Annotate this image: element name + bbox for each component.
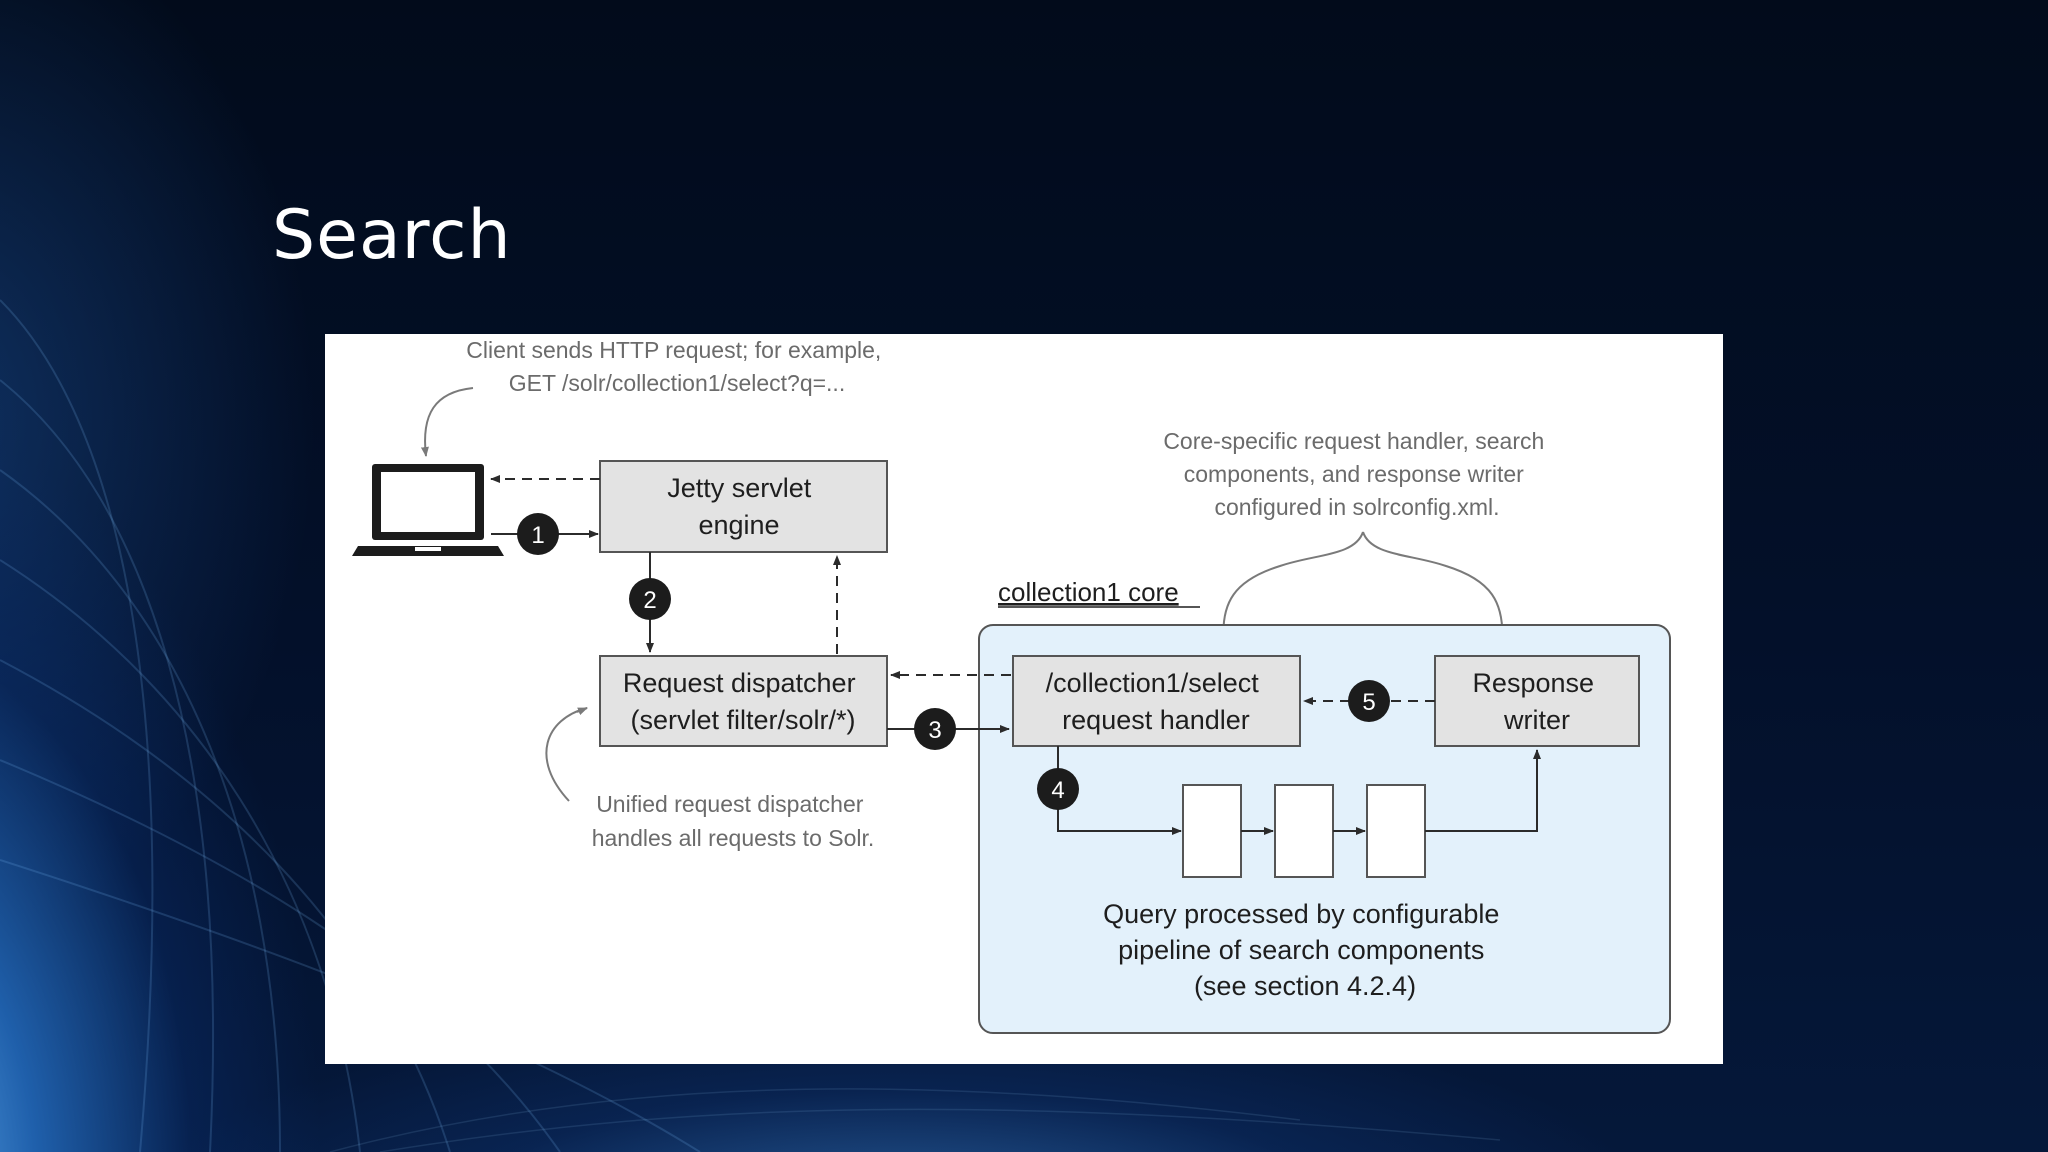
dispatcher-note-pointer bbox=[545, 707, 588, 802]
step-2-label: 2 bbox=[643, 587, 656, 614]
handler-box-line-1: /collection1/select bbox=[1046, 668, 1260, 698]
core-label: collection1 core bbox=[998, 577, 1179, 607]
step-5-label: 5 bbox=[1362, 689, 1375, 716]
step-1-label: 1 bbox=[531, 522, 544, 549]
slide-title: Search bbox=[272, 196, 512, 275]
svg-text:Response writer: Response writer bbox=[1472, 668, 1601, 735]
core-note-line-2: components, and response writer bbox=[1184, 461, 1524, 487]
request-handler-box: /collection1/select request handler bbox=[1012, 655, 1301, 747]
jetty-box-line-1: Jetty servlet bbox=[667, 473, 812, 503]
search-component-1 bbox=[1182, 784, 1242, 878]
step-4-badge: 4 bbox=[1037, 768, 1079, 810]
laptop-icon bbox=[352, 464, 504, 556]
client-note-line-2: GET /solr/collection1/select?q=... bbox=[509, 370, 845, 396]
client-note-line-1: Client sends HTTP request; for example, bbox=[466, 337, 881, 363]
pipeline-note-line-3: (see section 4.2.4) bbox=[1194, 971, 1416, 1001]
dispatcher-box-line-1: Request dispatcher bbox=[623, 668, 856, 698]
svg-text:Request dispatcher (se: Request dispatcher (servlet filter/solr/… bbox=[623, 668, 863, 735]
diagram-canvas: Client sends HTTP request; for example, … bbox=[352, 337, 1671, 1034]
dispatcher-box-line-2: (servlet filter/solr/*) bbox=[630, 705, 855, 735]
jetty-servlet-engine-box: Jetty servlet engine bbox=[599, 460, 888, 553]
core-note-line-1: Core-specific request handler, search bbox=[1163, 428, 1544, 454]
step-5-badge: 5 bbox=[1348, 680, 1390, 722]
core-note-brace-left bbox=[1219, 531, 1364, 645]
step-3-label: 3 bbox=[928, 717, 941, 744]
core-note-line-3: configured in solrconfig.xml. bbox=[1214, 494, 1499, 520]
architecture-diagram: Client sends HTTP request; for example, … bbox=[325, 334, 1723, 1064]
client-note-pointer-arrow bbox=[420, 387, 474, 457]
step-1-badge: 1 bbox=[517, 513, 559, 555]
svg-text:/collection1/select re: /collection1/select request handler bbox=[1046, 668, 1267, 735]
svg-text:Jetty servlet engine: Jetty servlet engine bbox=[667, 473, 819, 540]
search-component-3 bbox=[1366, 784, 1426, 878]
dispatcher-note-line-2: handles all requests to Solr. bbox=[592, 825, 875, 851]
pipeline-to-writer-arrow bbox=[1425, 749, 1541, 832]
request-dispatcher-box: Request dispatcher (servlet filter/solr/… bbox=[599, 655, 888, 747]
pipeline-note-line-2: pipeline of search components bbox=[1118, 935, 1484, 965]
core-note-brace-right bbox=[1362, 531, 1507, 645]
dispatcher-note: Unified request dispatcher handles all r… bbox=[592, 791, 875, 851]
pipeline-note: Query processed by configurable pipeline… bbox=[1103, 899, 1507, 1001]
step-3-badge: 3 bbox=[914, 708, 956, 750]
writer-box-line-2: writer bbox=[1503, 705, 1570, 735]
core-note: Core-specific request handler, search co… bbox=[1163, 428, 1550, 520]
handler-box-line-2: request handler bbox=[1062, 705, 1250, 735]
step-2-badge: 2 bbox=[629, 578, 671, 620]
client-note: Client sends HTTP request; for example, … bbox=[466, 337, 887, 396]
pipeline-note-line-1: Query processed by configurable bbox=[1103, 899, 1499, 929]
jetty-box-line-2: engine bbox=[698, 510, 779, 540]
response-writer-box: Response writer bbox=[1434, 655, 1640, 747]
step-4-label: 4 bbox=[1051, 777, 1064, 804]
writer-box-line-1: Response bbox=[1472, 668, 1594, 698]
dispatcher-note-line-1: Unified request dispatcher bbox=[596, 791, 864, 817]
search-component-2 bbox=[1274, 784, 1334, 878]
dispatcher-note-pointer-head bbox=[576, 707, 588, 716]
